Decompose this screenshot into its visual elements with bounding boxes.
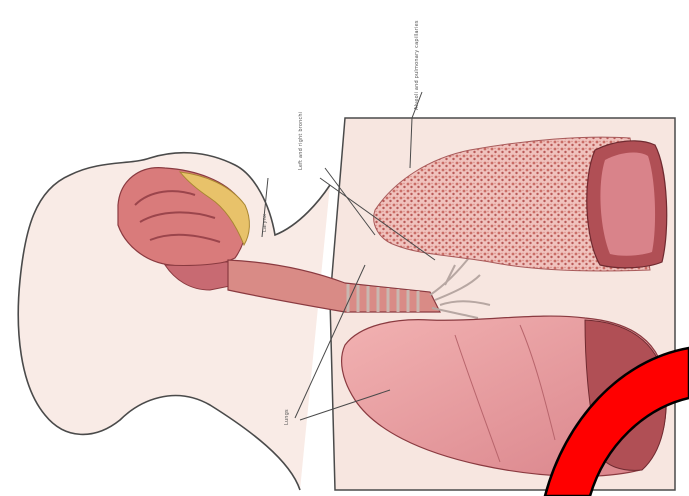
label-bronchi: Left and right bronchi (298, 112, 304, 170)
label-larynx: Larynx (262, 214, 268, 232)
upper-lung-tube-inner (600, 153, 655, 256)
label-lungs: Lungs (284, 409, 290, 425)
label-alveoli: Alveoli and pulmonary capillaries (414, 20, 420, 110)
